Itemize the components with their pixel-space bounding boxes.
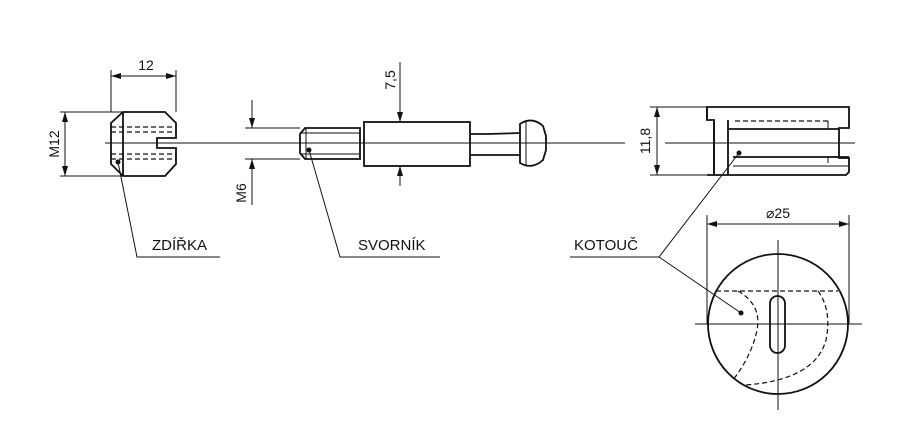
bolt-thread-label: M6 (233, 183, 249, 203)
disc-label: KOTOUČ (574, 237, 638, 254)
socket-leader (117, 161, 220, 258)
disc-top-view (695, 240, 862, 410)
disc-height-dimension: 11,8 (637, 106, 707, 176)
socket-thread-label: M12 (46, 130, 62, 157)
disc-leader-branch (658, 256, 742, 314)
socket-thread-dimension: M12 (46, 111, 123, 177)
bolt-label: SVORNÍK (358, 237, 426, 254)
socket-length-dimension: 12 (110, 57, 177, 112)
socket-length-label: 12 (138, 57, 154, 73)
disc-diameter-label: ⌀25 (766, 205, 790, 221)
bolt-leader (308, 149, 440, 258)
socket-part (110, 111, 177, 177)
disc-diameter-dimension: ⌀25 (706, 205, 850, 324)
disc-height-label: 11,8 (637, 128, 653, 154)
bolt-diameter-label: 7,5 (382, 70, 398, 90)
disc-side-view (706, 106, 850, 176)
bolt-diameter-dimension: 7,5 (382, 62, 403, 186)
bolt-thread-dimension: M6 (233, 100, 300, 205)
socket-label: ZDÍŘKA (152, 237, 207, 254)
